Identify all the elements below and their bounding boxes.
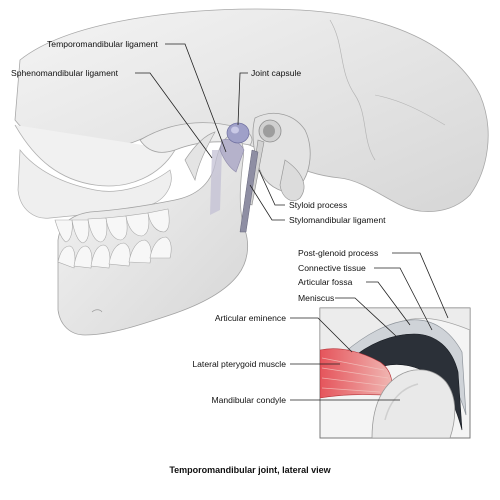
skull [14, 8, 489, 219]
figure-caption: Temporomandibular joint, lateral view [169, 465, 331, 475]
label-stylomandibular-ligament: Stylomandibular ligament [289, 215, 386, 225]
mandible-body [57, 134, 249, 336]
label-lateral-pterygoid-muscle: Lateral pterygoid muscle [192, 359, 286, 369]
label-sphenomandibular-ligament: Sphenomandibular ligament [11, 68, 119, 78]
label-articular-fossa: Articular fossa [298, 277, 353, 287]
mandibular-condyle-inset [371, 369, 456, 438]
label-meniscus: Meniscus [298, 293, 334, 303]
stylomandibular-ligament [239, 149, 259, 233]
label-temporomandibular-ligament: Temporomandibular ligament [47, 39, 158, 49]
label-styloid-process: Styloid process [289, 200, 347, 210]
label-post-glenoid-process: Post-glenoid process [298, 248, 378, 258]
label-connective-tissue: Connective tissue [298, 263, 366, 273]
label-articular-eminence: Articular eminence [215, 313, 286, 323]
mandible [57, 131, 249, 336]
inset-closeup [319, 307, 471, 439]
leader-lines [135, 43, 449, 401]
joint-capsule [226, 122, 250, 144]
label-joint-capsule: Joint capsule [251, 68, 301, 78]
label-mandibular-condyle: Mandibular condyle [211, 395, 286, 405]
labels: Temporomandibular ligament Sphenomandibu… [11, 39, 386, 475]
teeth [54, 208, 172, 269]
sphenomandibular-ligament [210, 150, 222, 215]
